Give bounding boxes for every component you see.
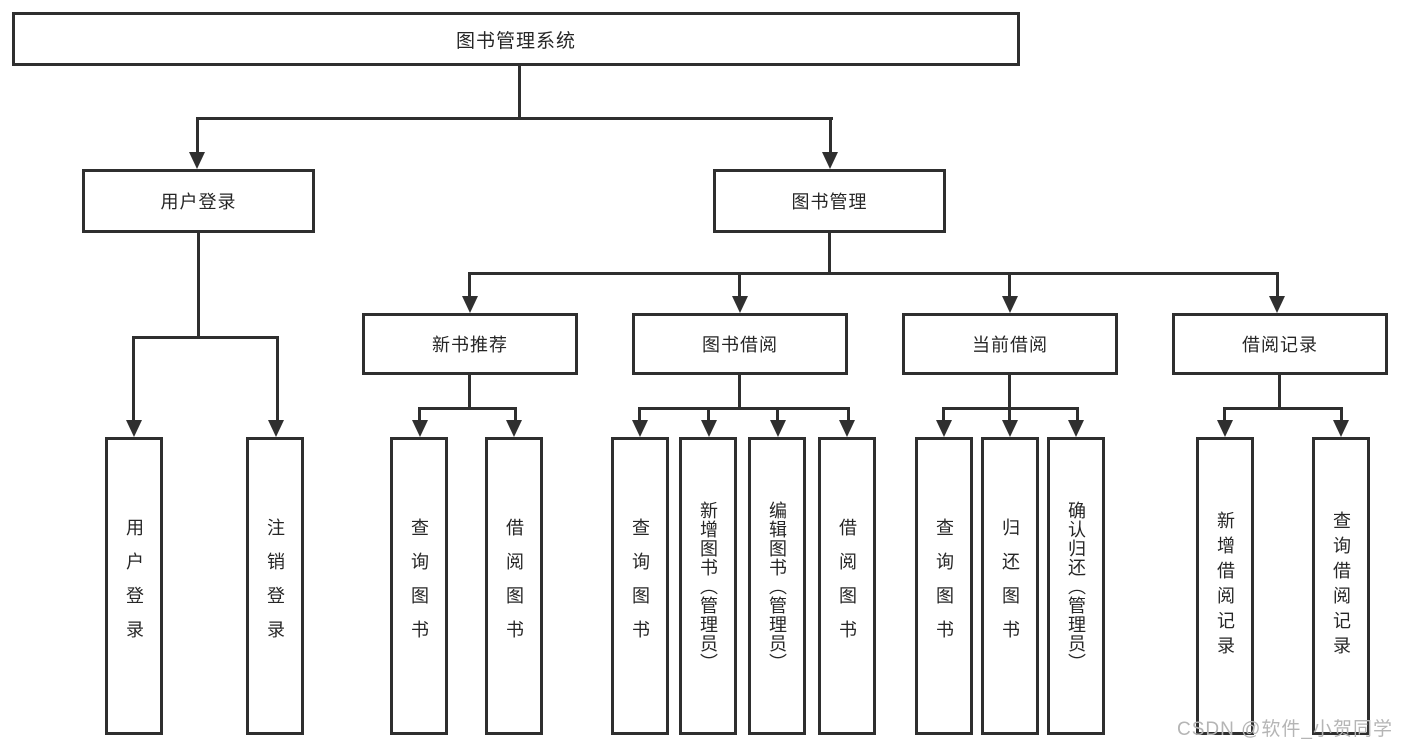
leaf-confirm-return-admin: 确认归还（管理员） xyxy=(1047,437,1105,735)
leaf-add-book-admin: 新增图书（管理员） xyxy=(679,437,737,735)
leaf-label: 新增借阅记录 xyxy=(1215,511,1235,661)
node-user-login: 用户登录 xyxy=(82,169,315,233)
line xyxy=(1223,407,1343,410)
arrowhead-icon xyxy=(839,420,855,437)
leaf-label: 新增图书（管理员） xyxy=(698,500,718,672)
line xyxy=(738,272,741,296)
line xyxy=(132,336,279,339)
line xyxy=(132,336,135,420)
arrowhead-icon xyxy=(462,296,478,313)
arrowhead-icon xyxy=(126,420,142,437)
node-borrow-record: 借阅记录 xyxy=(1172,313,1388,375)
leaf-label: 借阅图书 xyxy=(504,518,524,654)
arrowhead-icon xyxy=(1269,296,1285,313)
line xyxy=(1008,407,1011,420)
leaf-query-book-2: 查询图书 xyxy=(611,437,669,735)
line xyxy=(514,407,517,420)
line xyxy=(638,407,850,410)
arrowhead-icon xyxy=(412,420,428,437)
leaf-borrow-book-1: 借阅图书 xyxy=(485,437,543,735)
line xyxy=(776,407,779,420)
line xyxy=(196,117,199,152)
line xyxy=(468,272,471,296)
leaf-label: 用户登录 xyxy=(124,518,144,654)
leaf-borrow-book-2: 借阅图书 xyxy=(818,437,876,735)
leaf-user-login: 用户登录 xyxy=(105,437,163,735)
line xyxy=(1076,407,1079,420)
line xyxy=(1223,407,1226,420)
arrowhead-icon xyxy=(822,152,838,169)
leaf-return-book: 归还图书 xyxy=(981,437,1039,735)
leaf-query-book-3: 查询图书 xyxy=(915,437,973,735)
leaf-label: 编辑图书（管理员） xyxy=(767,500,787,672)
leaf-label: 查询借阅记录 xyxy=(1331,511,1351,661)
leaf-label: 查询图书 xyxy=(409,518,429,654)
node-current-borrow: 当前借阅 xyxy=(902,313,1118,375)
node-root-system: 图书管理系统 xyxy=(12,12,1020,66)
leaf-label: 确认归还（管理员） xyxy=(1066,500,1086,672)
arrowhead-icon xyxy=(1002,420,1018,437)
arrowhead-icon xyxy=(701,420,717,437)
arrowhead-icon xyxy=(268,420,284,437)
arrowhead-icon xyxy=(1002,296,1018,313)
leaf-label: 借阅图书 xyxy=(837,518,857,654)
line xyxy=(1008,375,1011,407)
arrowhead-icon xyxy=(732,296,748,313)
line xyxy=(1278,375,1281,407)
line xyxy=(418,407,421,420)
line xyxy=(1008,272,1011,296)
line xyxy=(1340,407,1343,420)
line xyxy=(468,375,471,407)
leaf-edit-book-admin: 编辑图书（管理员） xyxy=(748,437,806,735)
line xyxy=(197,233,200,336)
line xyxy=(707,407,710,420)
line xyxy=(196,117,833,120)
leaf-label: 归还图书 xyxy=(1000,518,1020,654)
line xyxy=(829,117,832,152)
leaf-query-borrow-record: 查询借阅记录 xyxy=(1312,437,1370,735)
arrowhead-icon xyxy=(770,420,786,437)
node-book-borrow: 图书借阅 xyxy=(632,313,848,375)
arrowhead-icon xyxy=(632,420,648,437)
arrowhead-icon xyxy=(1068,420,1084,437)
line xyxy=(942,407,945,420)
line xyxy=(828,233,831,272)
node-book-management: 图书管理 xyxy=(713,169,946,233)
line xyxy=(468,272,1279,275)
arrowhead-icon xyxy=(1217,420,1233,437)
leaf-label: 查询图书 xyxy=(630,518,650,654)
leaf-query-book-1: 查询图书 xyxy=(390,437,448,735)
line xyxy=(1276,272,1279,296)
line xyxy=(638,407,641,420)
node-new-book-recommend: 新书推荐 xyxy=(362,313,578,375)
line xyxy=(738,375,741,407)
arrowhead-icon xyxy=(506,420,522,437)
arrowhead-icon xyxy=(1333,420,1349,437)
arrowhead-icon xyxy=(936,420,952,437)
line xyxy=(418,407,517,410)
leaf-label: 查询图书 xyxy=(934,518,954,654)
csdn-watermark: CSDN @软件_小贺同学 xyxy=(1177,719,1393,740)
line xyxy=(518,66,521,117)
leaf-add-borrow-record: 新增借阅记录 xyxy=(1196,437,1254,735)
line xyxy=(276,336,279,420)
leaf-logout: 注销登录 xyxy=(246,437,304,735)
leaf-label: 注销登录 xyxy=(265,518,285,654)
arrowhead-icon xyxy=(189,152,205,169)
line xyxy=(847,407,850,420)
